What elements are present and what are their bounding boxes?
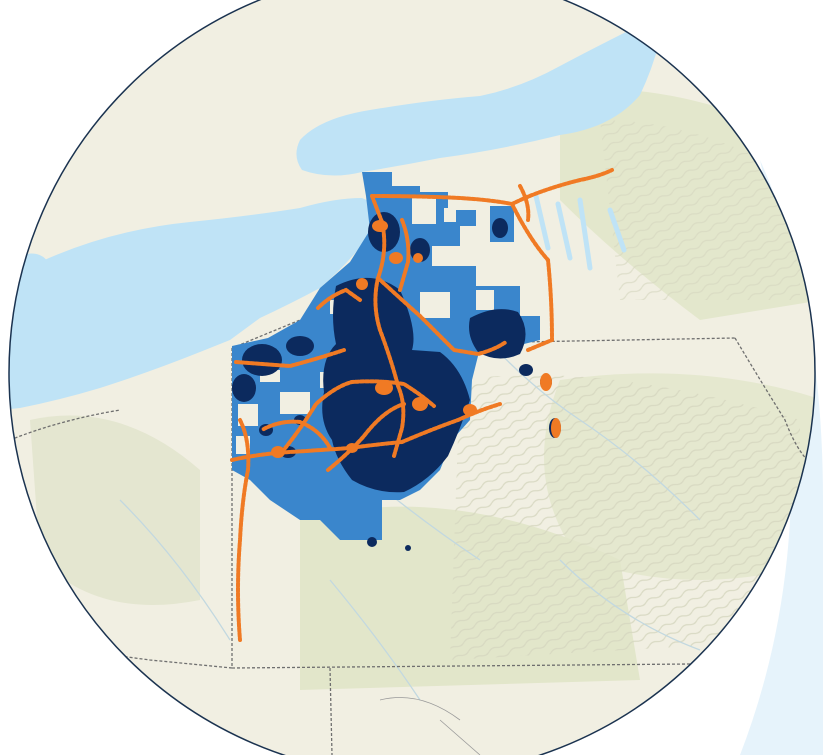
finger-lakes	[533, 193, 627, 271]
route-endpoints	[271, 220, 561, 458]
lake-ontario	[296, 29, 660, 176]
county-lines	[379, 697, 481, 755]
lake-st-clair	[20, 253, 48, 300]
map-circle-border	[8, 0, 816, 755]
relief-shading	[30, 88, 815, 690]
lake-erie	[9, 198, 380, 410]
